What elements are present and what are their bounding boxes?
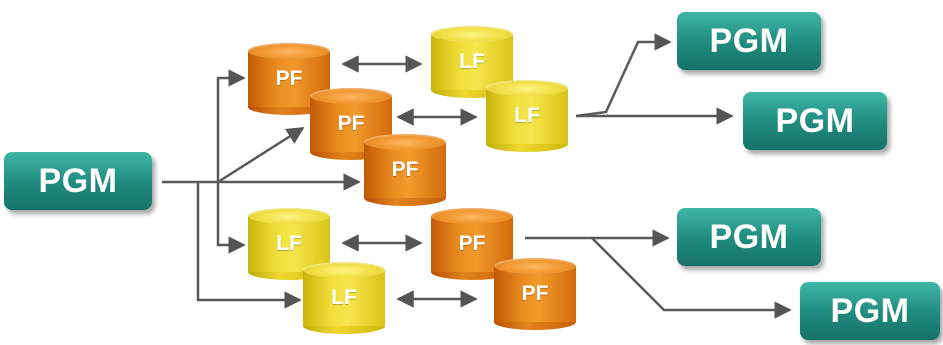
- file-label: LF: [276, 232, 302, 255]
- program-output-3-label: PGM: [709, 217, 789, 256]
- logical-file-cylinder: LF: [303, 262, 385, 334]
- file-label: PF: [337, 112, 365, 135]
- program-output-1-label: PGM: [709, 21, 789, 60]
- connector-to-pf-1: [216, 69, 246, 182]
- physical-file-cylinder: PF: [494, 258, 576, 330]
- program-output-4-label: PGM: [830, 291, 910, 330]
- file-label: PF: [458, 232, 486, 255]
- program-output-3: PGM: [677, 208, 821, 266]
- file-label: LF: [459, 50, 485, 73]
- file-label: PF: [521, 282, 549, 305]
- physical-file-cylinder: PF: [364, 134, 446, 206]
- program-output-2: PGM: [743, 92, 887, 150]
- program-source: PGM: [4, 152, 152, 210]
- connector-to-lf-4: [196, 182, 302, 309]
- program-output-2-label: PGM: [775, 101, 855, 140]
- file-label: PF: [275, 67, 303, 90]
- program-output-4: PGM: [800, 282, 940, 340]
- logical-file-cylinder: LF: [486, 80, 568, 152]
- file-label: PF: [391, 158, 419, 181]
- file-label: LF: [331, 286, 357, 309]
- file-label: LF: [514, 104, 540, 127]
- connector-to-lf-3: [216, 182, 246, 254]
- connector-to-pgm-out-4: [591, 237, 792, 319]
- connector-to-pgm-out-1: [575, 33, 672, 118]
- program-source-label: PGM: [38, 161, 118, 200]
- physical-file-cylinder: PF: [248, 43, 330, 115]
- physical-file-cylinder: PF: [310, 88, 392, 160]
- connector-to-pf-2: [217, 126, 305, 184]
- program-output-1: PGM: [677, 12, 821, 70]
